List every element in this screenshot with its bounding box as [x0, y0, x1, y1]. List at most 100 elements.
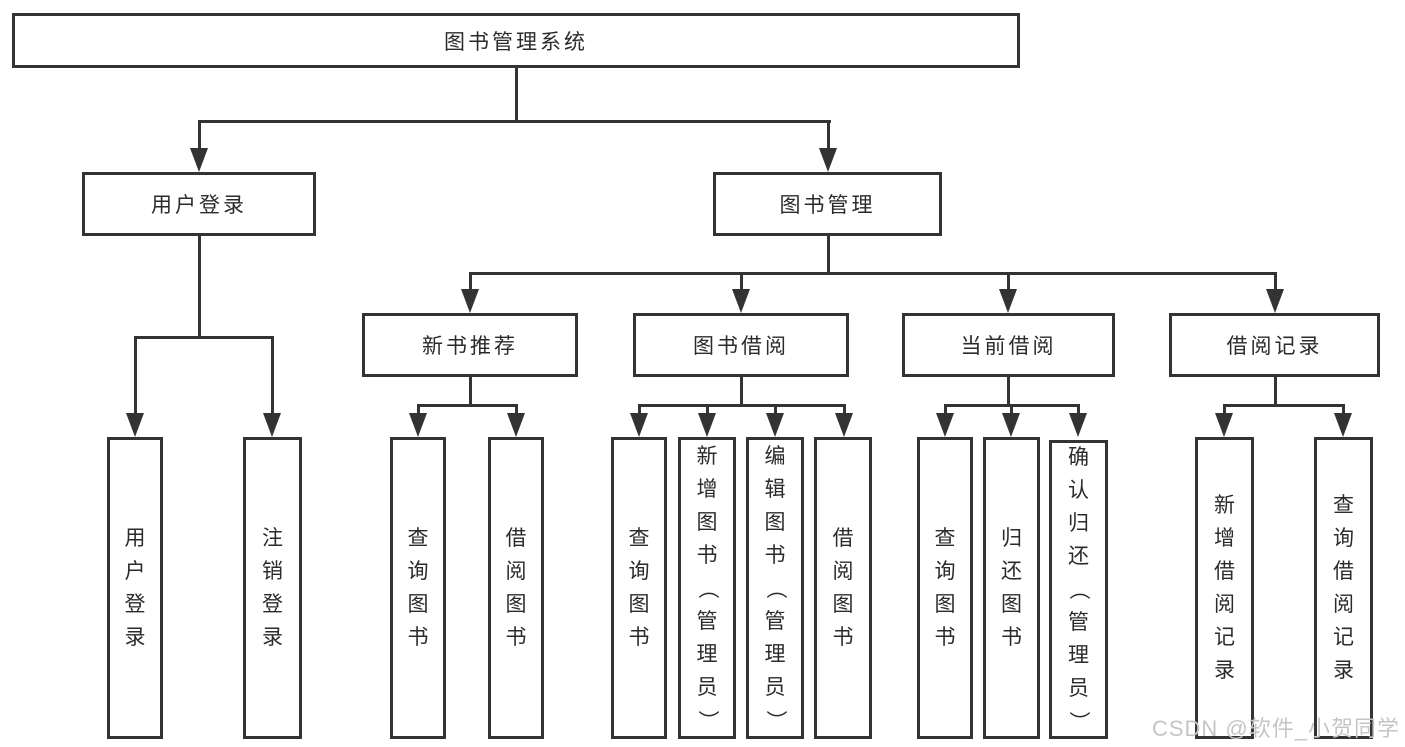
vertical-char: 员 — [1068, 677, 1089, 700]
vertical-char: 图 — [628, 593, 650, 616]
connector-cb-stem — [1007, 377, 1010, 406]
connector-bb-stem — [740, 377, 743, 406]
arrow-cb-confirm — [1069, 413, 1087, 437]
leaf-bb-borrow-book: 借阅图书 — [814, 437, 872, 739]
vertical-char: 增 — [696, 477, 718, 501]
leaf-bb-query-book: 查询图书 — [611, 437, 667, 739]
vertical-char: ） — [1067, 711, 1090, 732]
vertical-char: （ — [695, 577, 719, 599]
vertical-char: 辑 — [764, 477, 786, 501]
node-book-management-label: 图书管理 — [779, 194, 876, 217]
connector-stem-current-borrow — [1007, 272, 1010, 292]
vertical-char: 录 — [1214, 659, 1235, 682]
leaf-bb-edit-book-admin: 编辑图书（管理员） — [746, 437, 804, 739]
node-book-management: 图书管理 — [713, 172, 942, 236]
vertical-char: 注 — [262, 527, 283, 550]
connector-stem-book-mgmt — [827, 120, 830, 152]
leaf-logout: 注销登录 — [243, 437, 302, 739]
connector-stem-new-book — [469, 272, 472, 292]
vertical-char: 用 — [124, 527, 146, 550]
vertical-char: 理 — [1068, 644, 1089, 667]
arrow-user-login — [190, 148, 208, 172]
vertical-char: 书 — [628, 626, 650, 649]
arrow-book-borrow — [732, 289, 750, 313]
arrow-cb-return — [1002, 413, 1020, 437]
connector-bookmgmt-hline — [469, 272, 1277, 275]
connector-root-hline — [198, 120, 831, 123]
vertical-char: 增 — [1214, 527, 1235, 550]
vertical-char: 图 — [934, 593, 956, 616]
arrow-bb-query — [630, 413, 648, 437]
connector-stem-nb-borrow — [515, 404, 518, 418]
connector-userlogin-hline — [134, 336, 274, 339]
vertical-char: 管 — [696, 609, 718, 633]
leaf-nb-borrow-book: 借阅图书 — [488, 437, 544, 739]
leaf-bb-add-book-admin: 新增图书（管理员） — [678, 437, 736, 739]
vertical-char: 归 — [1068, 512, 1089, 535]
leaf-br-add-record: 新增借阅记录 — [1195, 437, 1254, 739]
arrow-new-book — [461, 289, 479, 313]
csdn-watermark: CSDN @软件_小贺同学 — [1151, 716, 1400, 741]
node-current-borrow-label: 当前借阅 — [960, 335, 1057, 358]
vertical-char: 图 — [1001, 593, 1022, 616]
connector-stem-bb-query — [638, 404, 641, 418]
vertical-char: 认 — [1068, 479, 1089, 502]
connector-stem-nb-query — [417, 404, 420, 418]
vertical-char: 录 — [124, 626, 146, 649]
arrow-leaf-login — [126, 413, 144, 437]
vertical-char: 图 — [696, 510, 718, 534]
connector-stem-bb-edit — [774, 404, 777, 418]
node-book-borrow-label: 图书借阅 — [693, 335, 789, 358]
vertical-char: 管 — [1068, 611, 1089, 634]
vertical-char: 录 — [262, 626, 283, 649]
vertical-char: 询 — [934, 560, 956, 583]
vertical-char: ） — [695, 709, 719, 731]
connector-stem-borrow-record — [1274, 272, 1277, 292]
node-book-borrow: 图书借阅 — [633, 313, 849, 377]
connector-stem-cb-return — [1010, 404, 1013, 418]
connector-userlogin-stem — [198, 236, 201, 339]
connector-br-hline — [1223, 404, 1345, 407]
connector-newbook-hline — [417, 404, 518, 407]
vertical-char: 查 — [407, 527, 429, 550]
vertical-char: 书 — [832, 626, 854, 649]
arrow-nb-query — [409, 413, 427, 437]
vertical-char: 阅 — [832, 560, 854, 583]
vertical-char: ） — [763, 709, 787, 731]
vertical-char: 编 — [764, 444, 786, 468]
vertical-char: 员 — [764, 675, 786, 699]
vertical-char: 书 — [505, 626, 527, 649]
vertical-char: 户 — [124, 560, 146, 583]
vertical-char: 查 — [628, 527, 650, 550]
vertical-char: 书 — [696, 543, 718, 567]
arrow-borrow-record — [1266, 289, 1284, 313]
vertical-char: 阅 — [1214, 593, 1235, 616]
vertical-char: 借 — [832, 527, 854, 550]
vertical-char: 书 — [764, 543, 786, 567]
vertical-char: 书 — [934, 626, 956, 649]
arrow-cb-query — [936, 413, 954, 437]
node-new-book-recommend-label: 新书推荐 — [422, 335, 518, 358]
arrow-leaf-logout — [263, 413, 281, 437]
vertical-char: 员 — [696, 675, 718, 699]
vertical-char: 阅 — [1333, 593, 1354, 616]
node-root-label: 图书管理系统 — [444, 30, 588, 54]
vertical-char: 询 — [407, 560, 429, 583]
node-user-login-label: 用户登录 — [151, 194, 247, 217]
vertical-char: （ — [763, 577, 787, 599]
vertical-char: 理 — [764, 642, 786, 666]
leaf-cb-return-book: 归还图书 — [983, 437, 1040, 739]
vertical-char: 还 — [1001, 560, 1022, 583]
leaf-cb-confirm-return-admin: 确认归还（管理员） — [1049, 440, 1108, 739]
connector-bb-hline — [638, 404, 846, 407]
vertical-char: 录 — [1333, 659, 1354, 682]
vertical-char: 登 — [124, 593, 146, 616]
connector-newbook-stem — [469, 377, 472, 406]
vertical-char: 询 — [628, 560, 650, 583]
node-root-system: 图书管理系统 — [12, 13, 1020, 68]
node-new-book-recommend: 新书推荐 — [362, 313, 578, 377]
connector-stem-user-login — [198, 120, 201, 152]
vertical-char: 理 — [696, 642, 718, 666]
vertical-char: （ — [1067, 579, 1090, 600]
